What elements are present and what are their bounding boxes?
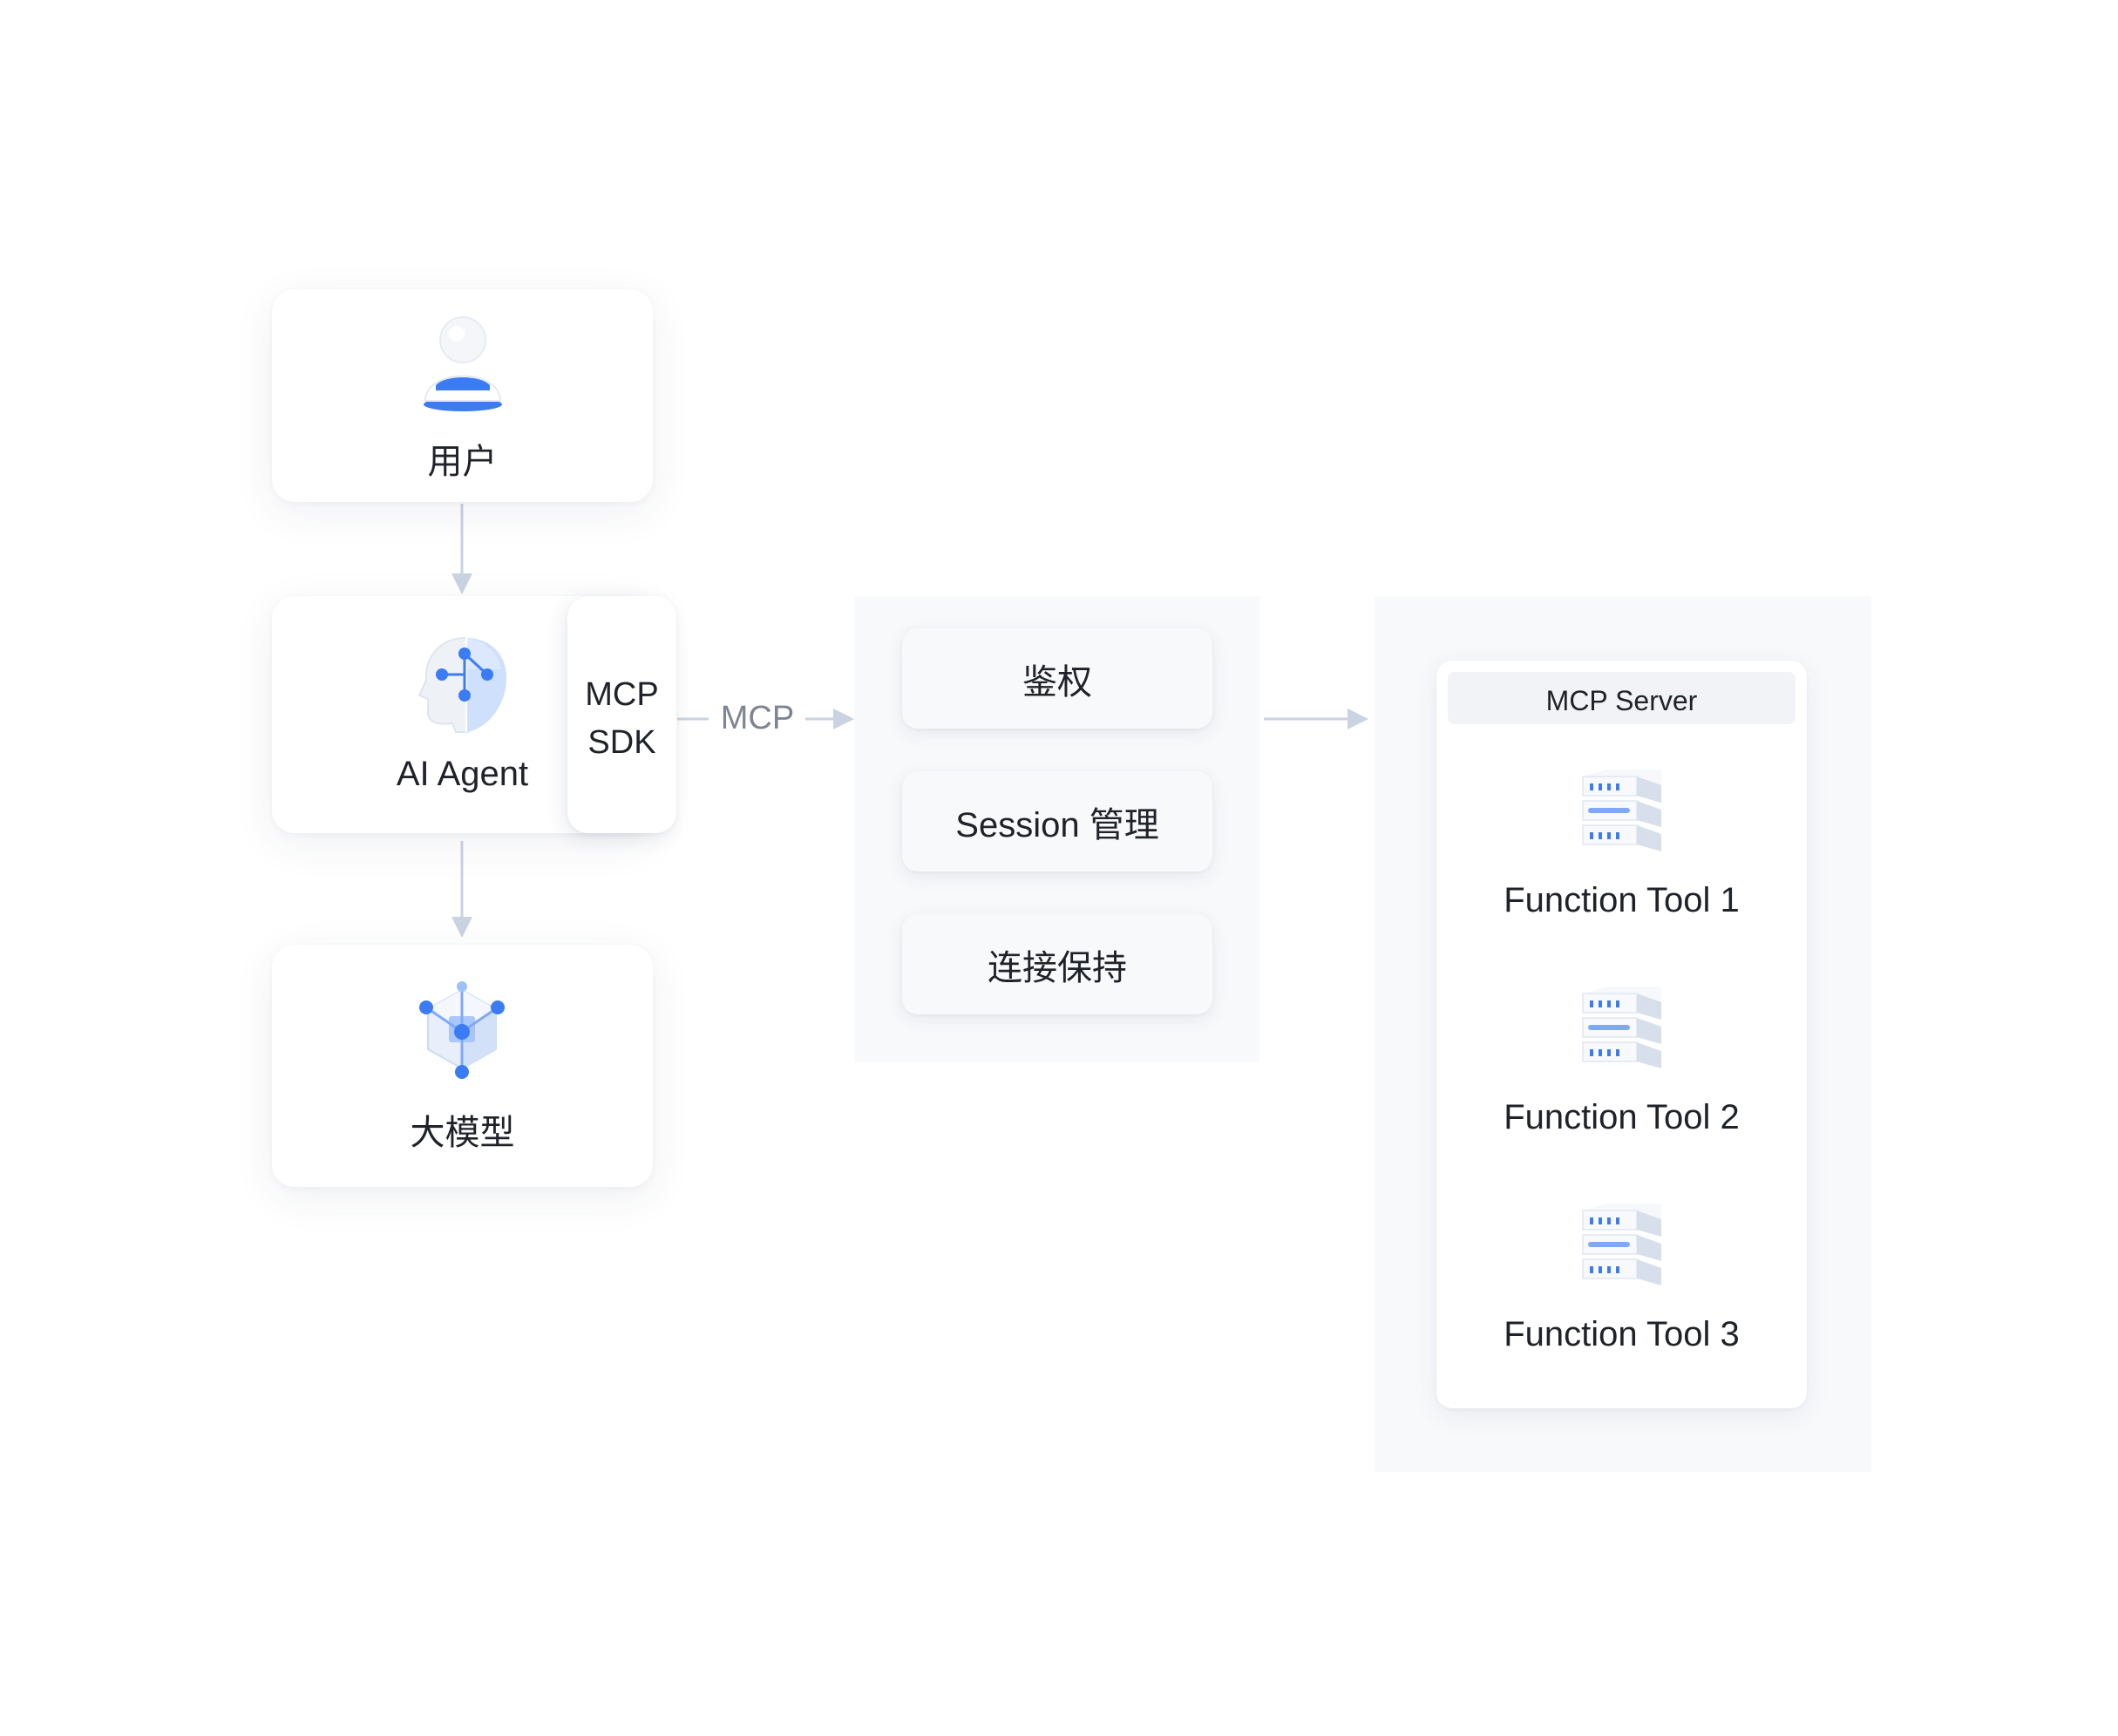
function-tool-2-label: Function Tool 2 bbox=[1504, 1098, 1740, 1136]
gateway-item-keepalive-label: 连接保持 bbox=[988, 948, 1127, 987]
server-stack-icon bbox=[1582, 987, 1661, 1068]
gateway-item-session-label: Session 管理 bbox=[955, 805, 1159, 844]
server-stack-icon bbox=[1582, 770, 1661, 851]
user-node-label: 用户 bbox=[427, 443, 498, 481]
function-tool-3[interactable]: Function Tool 3 bbox=[1436, 1204, 1807, 1395]
mcp-sdk-label-line2: SDK bbox=[587, 724, 656, 761]
arrow-sdk-mcp-head bbox=[833, 709, 854, 729]
gateway-item-session[interactable]: Session 管理 bbox=[902, 771, 1212, 871]
gateway-item-auth-label: 鉴权 bbox=[1022, 662, 1092, 702]
function-tool-1-label: Function Tool 1 bbox=[1504, 881, 1740, 919]
ai-head-icon bbox=[417, 636, 507, 733]
arrow-user-agent-head bbox=[451, 573, 472, 594]
model-node-label: 大模型 bbox=[410, 1114, 515, 1152]
mcp-server-header bbox=[1448, 672, 1796, 724]
gateway-item-auth[interactable]: 鉴权 bbox=[902, 628, 1212, 729]
arrow-agent-model-head bbox=[451, 917, 472, 938]
server-stack-icon bbox=[1582, 1204, 1661, 1285]
user-avatar-icon bbox=[424, 316, 502, 411]
cube-network-icon bbox=[419, 981, 505, 1079]
mcp-sdk-box[interactable]: MCP SDK bbox=[567, 596, 676, 833]
function-tool-2[interactable]: Function Tool 2 bbox=[1436, 987, 1807, 1178]
agent-node-label: AI Agent bbox=[396, 755, 529, 793]
mcp-server-card: MCP Server Function Tool 1 bbox=[1436, 661, 1807, 1408]
edge-label-mcp: MCP bbox=[720, 700, 795, 736]
mcp-server-title: MCP Server bbox=[1545, 685, 1698, 716]
model-node: 大模型 bbox=[272, 945, 653, 1187]
user-node: 用户 bbox=[272, 289, 653, 502]
function-tool-1[interactable]: Function Tool 1 bbox=[1436, 770, 1807, 961]
arrow-gateway-server-head bbox=[1348, 709, 1368, 729]
gateway-item-keepalive[interactable]: 连接保持 bbox=[902, 914, 1212, 1014]
mcp-sdk-label-line1: MCP bbox=[585, 676, 659, 713]
function-tool-3-label: Function Tool 3 bbox=[1504, 1315, 1740, 1353]
